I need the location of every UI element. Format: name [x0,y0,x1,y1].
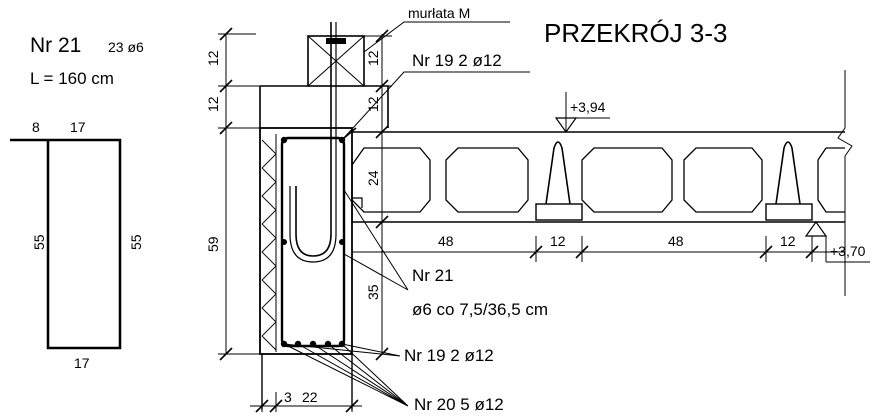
slab-void [351,147,431,213]
detail-bar-spec: 23 ø6 [108,39,144,55]
dim-48a: 48 [438,233,454,249]
detail-dim-right: 55 [128,234,144,250]
bar-detail: Nr 21 23 ø6 L = 160 cm 8 17 55 55 17 [10,34,144,371]
slab-void [445,147,529,213]
dim-48b: 48 [668,233,684,249]
rebar-mid [281,239,287,245]
dim-chain-slab [352,236,845,262]
slab-rib [545,141,571,205]
dim-12d: 12 [365,96,381,112]
dim-12b: 12 [205,96,221,112]
dim-3: 3 [284,389,292,405]
slab-void [683,147,763,213]
level-top: +3,94 [570,99,606,115]
rebar-nr19-top [280,136,288,144]
slab [351,70,853,296]
dim-24: 24 [365,170,381,186]
dim-chain-left [218,27,262,361]
label-murlata: murłata M [408,5,470,21]
dim-12c: 12 [365,50,381,66]
dim-22: 22 [302,389,318,405]
insulation-hatch [261,139,277,351]
ring-beam [259,127,353,355]
detail-dim-top-a: 8 [32,119,40,135]
label-nr19-top: Nr 19 2 ø12 [412,51,502,70]
detail-dim-bottom: 17 [74,355,90,371]
slab-void [581,147,673,213]
label-nr20: Nr 20 5 ø12 [414,395,504,414]
wall-section [259,22,389,410]
leaders [283,21,530,407]
dim-12a: 12 [205,50,221,66]
dim-chain-bottom [250,392,362,413]
detail-bar-label: Nr 21 [30,34,81,57]
label-nr21: Nr 21 [412,266,454,285]
stirrup-shape [10,138,122,350]
dim-chain-inner [352,29,392,361]
dim-12-rib-b: 12 [780,233,796,249]
slab-rib [775,141,801,205]
dim-59: 59 [205,236,221,252]
detail-dim-top-b: 17 [70,119,86,135]
cut-line [837,70,853,296]
label-nr19-bottom: Nr 19 2 ø12 [404,346,494,365]
dim-35: 35 [365,284,381,300]
stirrup [280,136,346,348]
level-marks: +3,94 +3,70 [554,92,870,263]
dim-12-rib-a: 12 [550,233,566,249]
detail-length: L = 160 cm [30,69,114,88]
detail-dim-left: 55 [31,234,47,250]
section-title: PRZEKRÓJ 3-3 [544,18,728,48]
label-nr21-spec: ø6 co 7,5/36,5 cm [412,300,548,319]
level-bottom: +3,70 [830,243,866,259]
rebar-mid [339,239,345,245]
